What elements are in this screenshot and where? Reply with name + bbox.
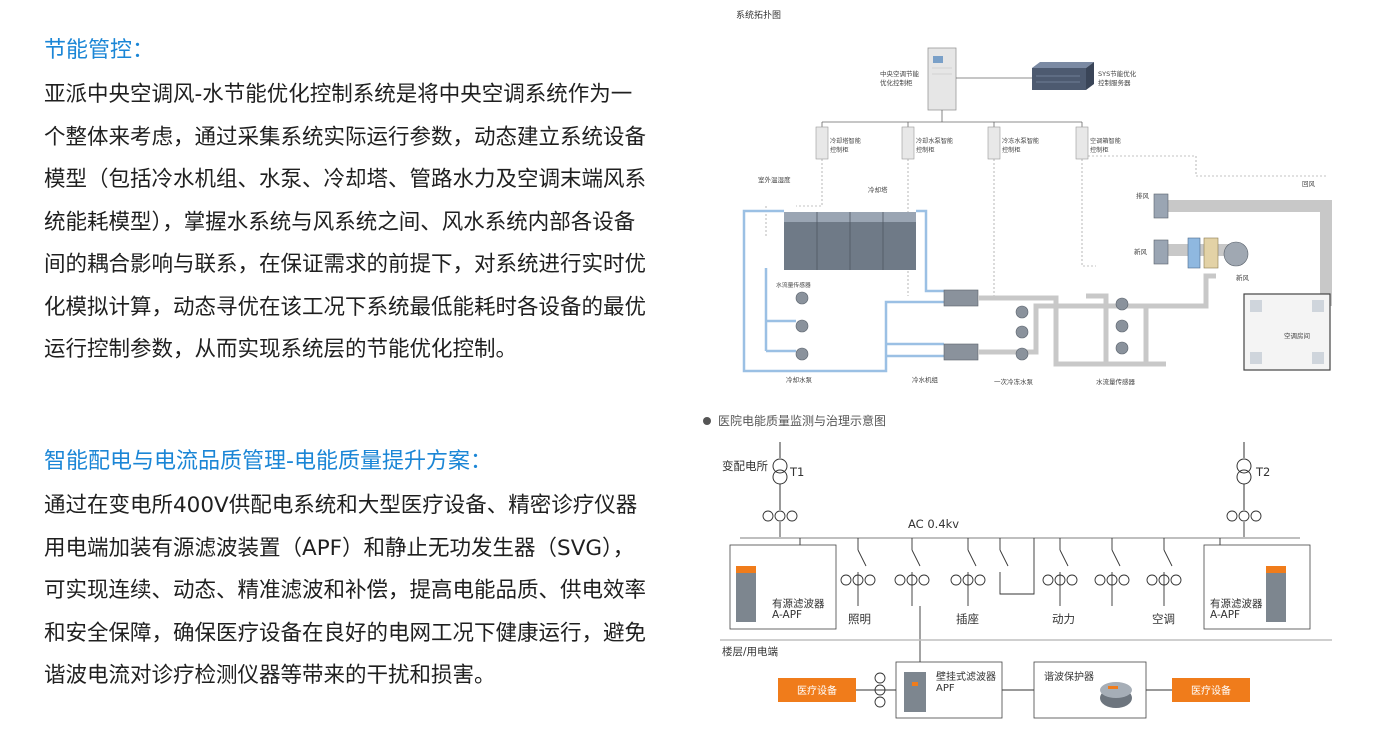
bus-label: AC 0.4kv	[908, 517, 959, 531]
flow-sensor-left-label: 水流量传感器	[776, 281, 811, 289]
sub-cabinet-label: 控制柜	[1002, 146, 1021, 154]
sub-cabinet-label: 冷冻水泵智能	[1002, 137, 1039, 145]
fresh-air-label-2: 新风	[1236, 273, 1250, 282]
return-air-label: 回风	[1302, 180, 1316, 188]
cooling-pump-label: 冷却水泵	[786, 375, 813, 384]
chiller-icons	[943, 289, 979, 361]
sub-cabinet-label: 空调箱智能	[1090, 137, 1121, 145]
sub-cabinet-label: 控制柜	[830, 146, 849, 154]
t1-label: T1	[789, 465, 804, 479]
medical-device-left-label: 医疗设备	[797, 684, 837, 697]
paragraph-line: 间的耦合影响与联系，在保证需求的前提下，对系统进行实时优	[44, 252, 647, 277]
apf-left-label-2: A-APF	[772, 609, 802, 621]
load-power-label: 动力	[1052, 612, 1075, 626]
server-label-1: SYS节能优化	[1098, 69, 1137, 78]
apf-left-box	[729, 544, 837, 630]
sub-cabinets	[815, 122, 1089, 160]
paragraph-line: 统能耗模型），掌握水系统与风系统之间、风水系统内部各设备	[44, 209, 636, 235]
air-conditioned-room	[1243, 293, 1331, 371]
paragraph-line: 用电端加装有源滤波装置（APF）和静止无功发生器（SVG），	[44, 535, 635, 561]
medical-device-right-label: 医疗设备	[1191, 684, 1231, 697]
flow-sensor-right-label: 水流量传感器	[1096, 377, 1136, 386]
paragraph-line: 个整体来考虑，通过采集系统实际运行参数，动态建立系统设备	[44, 124, 647, 150]
load-socket-label: 插座	[956, 612, 979, 626]
floor-label: 楼层/用电端	[722, 645, 779, 658]
air-ducts	[1166, 200, 1332, 306]
t2-label: T2	[1255, 465, 1270, 479]
chilled-water-pipes	[978, 273, 1216, 367]
wall-filter-label-2: APF	[936, 683, 955, 694]
sub-cabinet-label: 控制柜	[916, 146, 935, 154]
energy-management-section: 节能管控： 亚派中央空调风-水节能优化控制系统是将中央空调系统作为一 个整体来考…	[44, 36, 704, 372]
apf-right-box	[1203, 544, 1311, 630]
paragraph-line: 和安全保障，确保医疗设备在良好的电网工况下健康运行，避免	[44, 620, 647, 646]
primary-pump-label: 一次冷冻水泵	[994, 377, 1034, 386]
main-control-cabinet	[927, 47, 957, 111]
fresh-air-label-1: 新风	[1134, 247, 1148, 256]
cooling-tower-label: 冷却塔	[868, 185, 888, 194]
paragraph-line: 可实现连续、动态、精准滤波和补偿，提高电能品质、供电效率	[44, 578, 647, 603]
paragraph-line: 亚派中央空调风-水节能优化控制系统是将中央空调系统作为一	[44, 82, 633, 107]
energy-management-title: 节能管控：	[44, 38, 155, 63]
power-diagram-title: 医院电能质量监测与治理示意图	[718, 413, 886, 428]
bullet-dot	[703, 417, 711, 425]
cooling-tower-icon	[784, 212, 916, 270]
harmonic-protector-box	[1033, 661, 1147, 719]
harmonic-protector-label: 谐波保护器	[1044, 670, 1094, 683]
medical-device-right	[1172, 678, 1250, 702]
chiller-label: 冷水机组	[912, 375, 939, 384]
power-quality-section: 智能配电与电流品质管理-电能质量提升方案： 通过在变电所400V供配电系统和大型…	[44, 447, 704, 698]
load-ac-label: 空调	[1152, 612, 1175, 626]
feeder-lines	[799, 538, 1229, 672]
air-handler-icons	[1153, 193, 1249, 269]
current-transformer-icons	[762, 510, 1262, 538]
paragraph-line: 运行控制参数，从而实现系统层的节能优化控制。	[44, 337, 518, 362]
paragraph-line: 化模拟计算，动态寻优在该工况下系统最低能耗时各设备的最优	[44, 294, 647, 320]
cooling-water-pipes	[742, 209, 944, 373]
topology-title: 系统拓扑图	[736, 9, 781, 21]
exhaust-label: 排风	[1136, 191, 1150, 200]
substation-label: 变配电所	[722, 459, 768, 473]
paragraph-line: 通过在变电所400V供配电系统和大型医疗设备、精密诊疗仪器	[44, 493, 638, 518]
main-cabinet-label-2: 优化控制柜	[880, 78, 913, 87]
server-icon	[1032, 62, 1094, 90]
paragraph-line: 谐波电流对诊疗检测仪器等带来的干扰和损害。	[44, 663, 496, 688]
paragraph-line: 模型（包括冷水机组、水泵、冷却塔、管路水力及空调末端风系	[44, 167, 647, 192]
medical-device-left	[778, 678, 856, 702]
apf-left-label-1: 有源滤波器	[772, 597, 825, 610]
energy-management-paragraph: 亚派中央空调风-水节能优化控制系统是将中央空调系统作为一 个整体来考虑，通过采集…	[44, 74, 704, 372]
power-quality-diagram: 医院电能质量监测与治理示意图 变配电所 T1 T2 AC 0.4kv	[703, 413, 1332, 719]
apf-right-label-2: A-APF	[1210, 609, 1240, 621]
wall-filter-label-1: 壁挂式滤波器	[936, 670, 996, 683]
apf-right-label-1: 有源滤波器	[1210, 597, 1263, 610]
system-topology-diagram: 系统拓扑图 中央空调节能 优化控制柜 SYS节能优化 控制服务器 冷却塔智能 控…	[736, 9, 1332, 386]
sub-cabinet-label: 冷却塔智能	[830, 137, 861, 145]
server-label-2: 控制服务器	[1098, 78, 1131, 87]
power-quality-paragraph: 通过在变电所400V供配电系统和大型医疗设备、精密诊疗仪器 用电端加装有源滤波装…	[44, 485, 704, 698]
primary-pump-icons	[1015, 297, 1129, 361]
sub-cabinet-label: 冷却水泵智能	[916, 137, 953, 145]
wall-filter-box	[895, 661, 1003, 719]
load-lighting-label: 照明	[848, 612, 871, 626]
sub-cabinet-label: 控制柜	[1090, 146, 1109, 154]
transformer-icons	[772, 442, 1252, 510]
power-quality-title: 智能配电与电流品质管理-电能质量提升方案：	[44, 449, 492, 474]
main-cabinet-label-1: 中央空调节能	[880, 69, 920, 78]
bottom-connections	[856, 662, 1172, 708]
cooling-pump-icons	[795, 291, 809, 361]
outdoor-sensor-label: 室外温湿度	[758, 175, 791, 184]
room-label: 空调房间	[1284, 331, 1310, 340]
